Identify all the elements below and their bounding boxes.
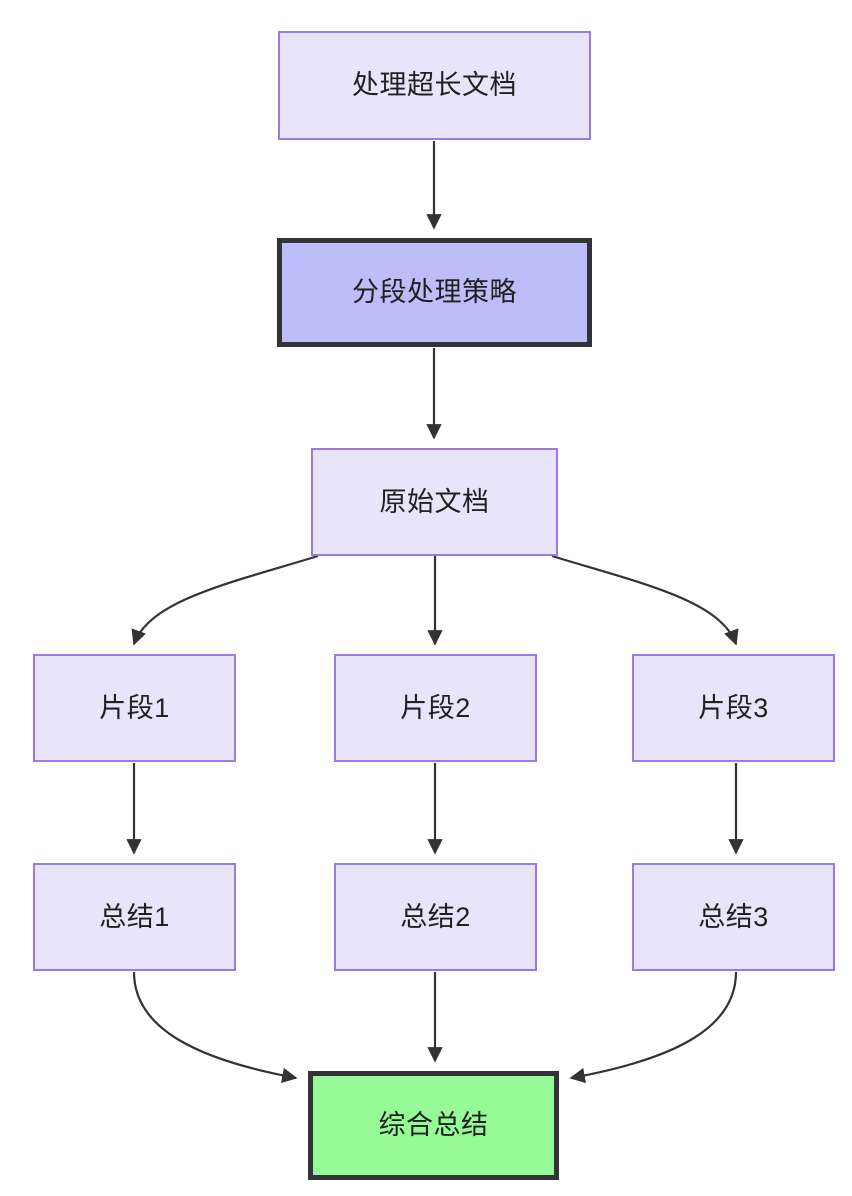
node-original-document[interactable]: 原始文档 [311, 448, 558, 556]
edge-n3-n6 [551, 554, 739, 646]
node-chunking-strategy[interactable]: 分段处理策略 [277, 238, 592, 347]
edge-n7-n10 [132, 971, 298, 1084]
node-label: 总结2 [400, 901, 471, 932]
node-summary-1[interactable]: 总结1 [33, 863, 236, 971]
node-label: 片段2 [400, 692, 471, 723]
node-label: 总结3 [698, 901, 769, 932]
node-summary-3[interactable]: 总结3 [632, 863, 835, 971]
node-process-long-document[interactable]: 处理超长文档 [278, 31, 591, 140]
edge-n9-n10 [569, 971, 738, 1084]
node-label: 片段3 [698, 692, 769, 723]
node-label: 片段1 [99, 692, 170, 723]
node-label: 处理超长文档 [352, 70, 517, 101]
node-fragment-3[interactable]: 片段3 [632, 654, 835, 762]
node-comprehensive-summary[interactable]: 综合总结 [308, 1071, 559, 1180]
node-label: 分段处理策略 [352, 277, 517, 308]
node-fragment-1[interactable]: 片段1 [33, 654, 236, 762]
node-label: 综合总结 [378, 1110, 489, 1141]
node-summary-2[interactable]: 总结2 [334, 863, 537, 971]
node-label: 原始文档 [379, 486, 490, 517]
node-label: 总结1 [99, 901, 170, 932]
node-fragment-2[interactable]: 片段2 [334, 654, 537, 762]
edge-n3-n4 [131, 554, 319, 646]
